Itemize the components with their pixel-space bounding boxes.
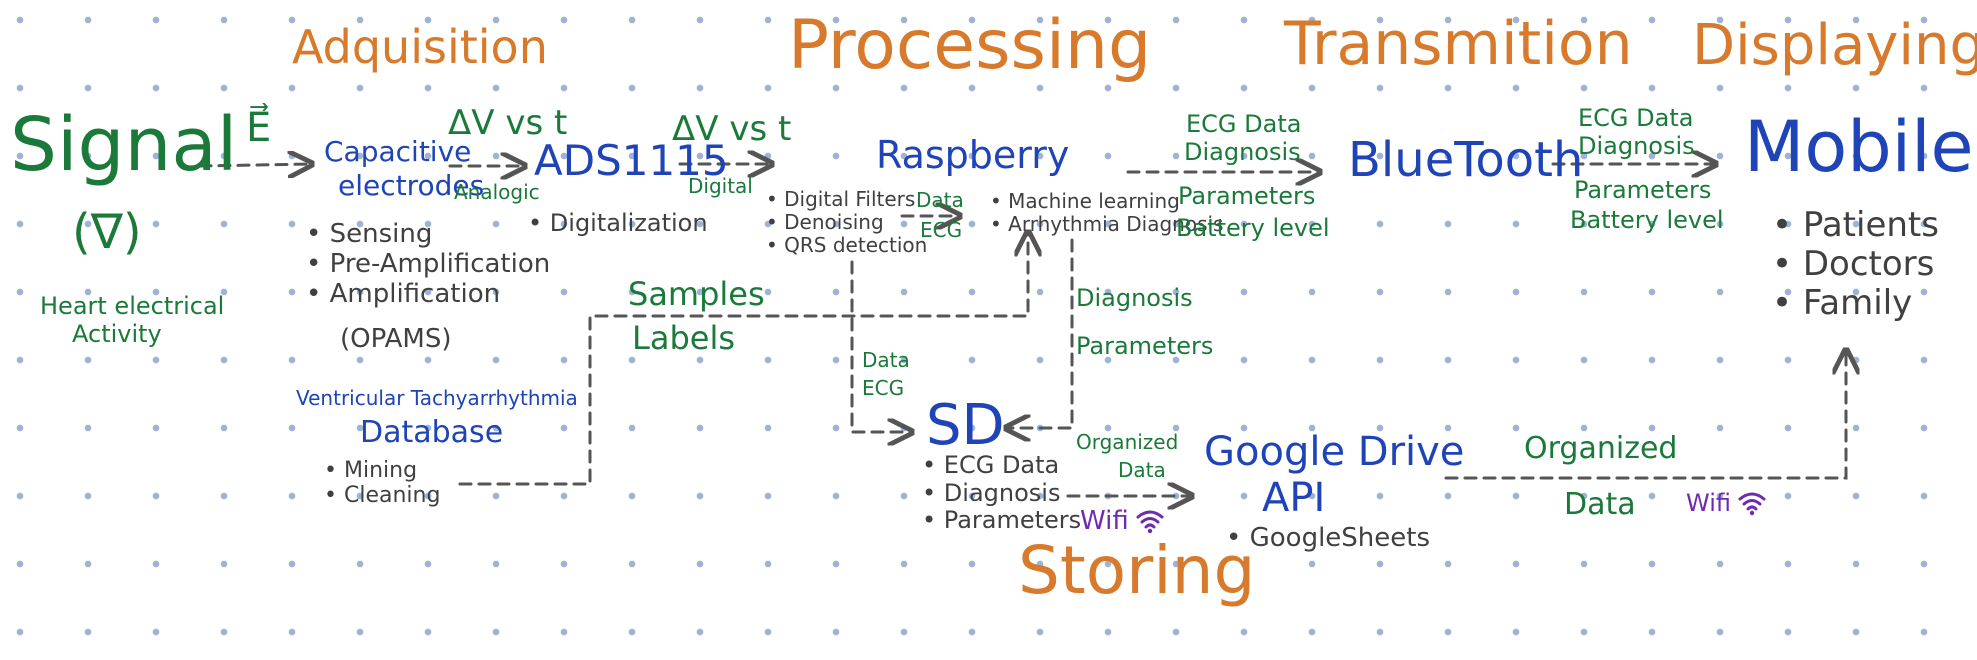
database-caption: Ventricular Tachyarrhythmia	[296, 386, 578, 410]
drive-name: Google Drive	[1204, 429, 1465, 475]
electrodes-line1: Capacitive	[324, 135, 472, 168]
diagnosis-down-label: Diagnosis	[1076, 284, 1193, 312]
sd-item-diagnosis: Diagnosis	[922, 479, 1081, 508]
to-bt-battery: Battery level	[1176, 214, 1330, 242]
labels-label: Labels	[632, 319, 735, 357]
task-pre-amplification: Pre-Amplification	[306, 249, 551, 280]
wifi-icon	[1738, 492, 1766, 516]
sd-wifi-label: Wifi	[1080, 506, 1129, 536]
to-bt-ecg-data: ECG Data	[1186, 110, 1302, 138]
preproc-digital-filters: Digital Filters	[766, 188, 927, 211]
samples-label: Samples	[628, 275, 765, 313]
wifi-icon	[1136, 510, 1164, 534]
raspberry-data-label: Data	[916, 188, 964, 212]
mobile-name: Mobile	[1744, 106, 1974, 188]
database-item-mining: Mining	[324, 458, 440, 483]
database-title: Database	[360, 415, 504, 450]
to-mobile-ecg-data: ECG Data	[1578, 104, 1694, 132]
database-item-cleaning: Cleaning	[324, 483, 440, 508]
arrow-database-to-ml	[458, 232, 1028, 486]
stage-acquisition: Adquisition	[292, 20, 548, 74]
drive-wifi: Wifi	[1686, 490, 1767, 516]
digital-signal-type: Digital	[688, 174, 753, 198]
signal-symbol: (∇)	[72, 204, 142, 260]
user-patients: Patients	[1772, 205, 1939, 245]
sd-name: SD	[926, 393, 1005, 458]
parameters-down-label: Parameters	[1076, 332, 1214, 360]
drive-item-googlesheets: GoogleSheets	[1226, 523, 1430, 554]
data-ecg-down-line1: Data	[862, 348, 910, 372]
analysis-arrhythmia-diagnosis: Arrhythmia Diagnosis	[990, 213, 1223, 236]
drive-to-mobile-line1: Organized	[1524, 431, 1678, 466]
data-ecg-down-line2: ECG	[862, 376, 905, 400]
adc-tasks: Digitalization	[528, 209, 708, 238]
acquisition-tasks: Sensing Pre-Amplification Amplification	[306, 219, 551, 310]
preproc-qrs-detection: QRS detection	[766, 234, 927, 257]
sd-to-drive-line2: Data	[1118, 458, 1166, 482]
drive-items: GoogleSheets	[1226, 523, 1430, 554]
drive-to-mobile-line2: Data	[1564, 487, 1636, 522]
arrow-drive-to-mobile	[1444, 350, 1846, 480]
adc-task-digitalization: Digitalization	[528, 209, 708, 238]
arrow-filters-to-sd	[850, 260, 912, 432]
stage-processing: Processing	[788, 6, 1152, 85]
user-family: Family	[1772, 284, 1939, 323]
electric-field-label: E⃗	[246, 105, 272, 151]
sd-to-drive-line1: Organized	[1076, 430, 1179, 454]
sd-items: ECG Data Diagnosis Parameters	[922, 451, 1081, 535]
electrodes-line2: electrodes	[338, 169, 485, 202]
raspberry-analysis: Machine learning Arrhythmia Diagnosis	[990, 190, 1223, 236]
to-mobile-diagnosis: Diagnosis	[1578, 132, 1695, 160]
arrow-signal-to-electrodes	[198, 164, 312, 166]
preproc-denoising: Denoising	[766, 211, 927, 234]
sd-item-ecg-data: ECG Data	[922, 451, 1081, 480]
sd-wifi: Wifi	[1080, 508, 1165, 534]
stage-storing: Storing	[1018, 532, 1256, 609]
stage-displaying: Displaying	[1692, 13, 1977, 78]
drive-api: API	[1262, 475, 1326, 521]
amplification-note: (OPAMS)	[340, 324, 452, 354]
task-sensing: Sensing	[306, 219, 550, 250]
signal-title: Signal	[10, 102, 238, 188]
analysis-machine-learning: Machine learning	[990, 190, 1223, 213]
bluetooth-name: BlueTooth	[1348, 132, 1584, 188]
adc-name: ADS1115	[534, 136, 729, 185]
to-bt-diagnosis: Diagnosis	[1184, 138, 1301, 166]
drive-wifi-label: Wifi	[1686, 489, 1731, 517]
mobile-users: Patients Doctors Family	[1772, 205, 1939, 323]
to-mobile-battery: Battery level	[1570, 206, 1724, 234]
sd-item-parameters: Parameters	[922, 507, 1081, 535]
user-doctors: Doctors	[1772, 244, 1939, 284]
database-items: Mining Cleaning	[324, 458, 440, 509]
signal-desc-line2: Activity	[72, 320, 162, 348]
raspberry-preprocessing: Digital Filters Denoising QRS detection	[766, 188, 927, 257]
analog-signal-label: ΔV vs t	[448, 103, 568, 143]
digital-signal-label: ΔV vs t	[672, 109, 792, 149]
task-amplification: Amplification	[306, 279, 550, 310]
analog-signal-type: Analogic	[454, 180, 540, 204]
signal-desc-line1: Heart electrical	[40, 292, 225, 320]
to-mobile-parameters: Parameters	[1574, 176, 1712, 204]
arrow-ml-to-sd	[1006, 238, 1074, 428]
raspberry-name: Raspberry	[876, 133, 1070, 177]
to-bt-parameters: Parameters	[1178, 182, 1316, 210]
raspberry-ecg-label: ECG	[920, 218, 963, 242]
stage-transmission: Transmition	[1284, 9, 1633, 79]
